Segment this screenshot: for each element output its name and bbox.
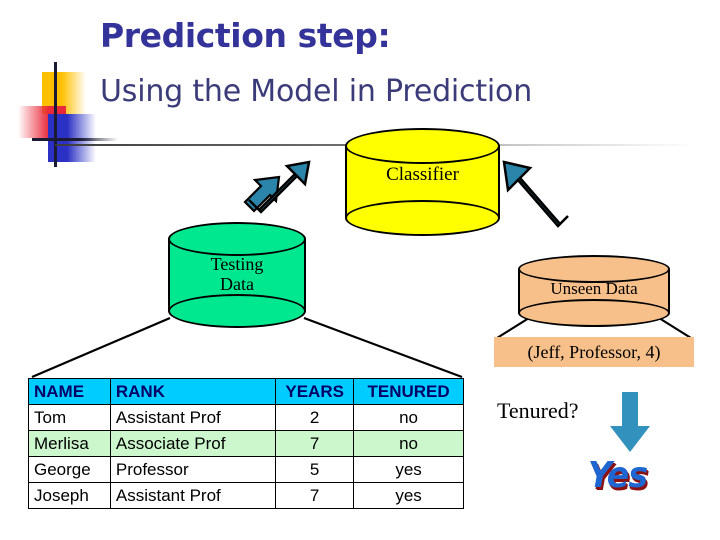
cylinder-top-ellipse <box>345 128 500 164</box>
column-header-rank[interactable]: RANK <box>109 378 277 405</box>
node-unseen-data[interactable]: Unseen Data <box>518 255 670 327</box>
design-mark-logo <box>18 62 118 167</box>
cell-years: 2 <box>275 404 355 431</box>
node-classifier[interactable]: Classifier <box>345 128 500 236</box>
cell-name: Tom <box>28 404 111 431</box>
tenured-question-label: Tenured? <box>497 398 579 423</box>
cylinder-top-ellipse <box>518 255 670 283</box>
node-testing-data-label: Testing Data <box>168 254 306 294</box>
table-header-row: NAME RANK YEARS TENURED <box>28 378 464 405</box>
cell-tenured: no <box>353 404 464 431</box>
down-arrow-icon <box>610 392 650 452</box>
logo-vertical-line <box>54 62 57 167</box>
unseen-tuple-box: (Jeff, Professor, 4) <box>494 337 694 367</box>
table-row: George Professor 5 yes <box>28 456 464 483</box>
logo-horizontal-line <box>32 138 118 141</box>
cylinder-bottom-ellipse <box>168 294 306 328</box>
node-testing-data-label-line1: Testing <box>210 254 264 274</box>
prediction-answer-wordart: Yes <box>588 455 648 496</box>
table-row: Tom Assistant Prof 2 no <box>28 404 464 431</box>
table-row: Merlisa Associate Prof 7 no <box>28 430 464 457</box>
cell-tenured: no <box>353 430 464 457</box>
cylinder-bottom-ellipse <box>345 200 500 236</box>
cell-name: Joseph <box>28 482 111 509</box>
cell-tenured: yes <box>353 482 464 509</box>
page-title: Prediction step: <box>100 16 391 55</box>
cell-tenured: yes <box>353 456 464 483</box>
column-header-tenured[interactable]: TENURED <box>353 378 464 405</box>
cell-years: 7 <box>275 482 355 509</box>
cell-rank: Assistant Prof <box>109 404 277 431</box>
cylinder-bottom-ellipse <box>518 299 670 327</box>
node-testing-data-label-line2: Data <box>220 274 254 295</box>
table-row: Joseph Assistant Prof 7 yes <box>28 482 464 509</box>
cell-years: 7 <box>275 430 355 457</box>
column-header-years[interactable]: YEARS <box>275 378 355 405</box>
double-arrow-icon-classifier-to-unseen <box>502 160 569 228</box>
node-unseen-data-label: Unseen Data <box>550 279 638 298</box>
page-subtitle: Using the Model in Prediction <box>100 74 533 109</box>
double-arrow-icon-testing-to-classifier <box>243 160 311 214</box>
cell-name: Merlisa <box>28 430 111 457</box>
cylinder-top-ellipse <box>168 222 306 256</box>
column-header-name[interactable]: NAME <box>28 378 111 405</box>
cell-rank: Professor <box>109 456 277 483</box>
node-classifier-label: Classifier <box>386 164 459 185</box>
node-testing-data[interactable]: Testing Data <box>168 222 306 328</box>
cell-years: 5 <box>275 456 355 483</box>
cell-rank: Associate Prof <box>109 430 277 457</box>
cell-rank: Assistant Prof <box>109 482 277 509</box>
cell-name: George <box>28 456 111 483</box>
training-data-table: NAME RANK YEARS TENURED Tom Assistant Pr… <box>28 378 464 509</box>
